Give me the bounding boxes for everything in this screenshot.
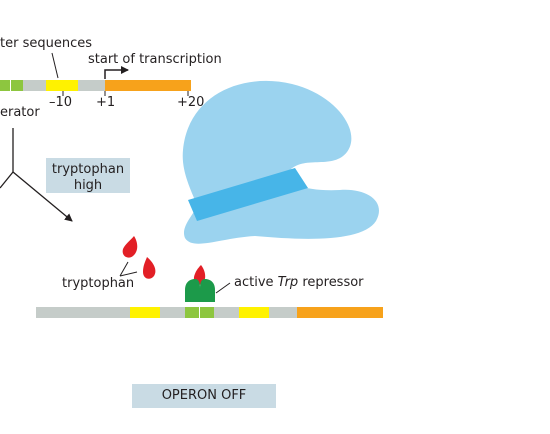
top-dna-strip (0, 52, 191, 96)
top-gap-segment (78, 80, 105, 91)
bottom-spacer-segment (160, 307, 185, 318)
plus20-label: +20 (177, 95, 205, 110)
repressor-central-band (188, 168, 308, 221)
active-trp-repressor-label: active Trp repressor (234, 276, 364, 289)
top-operator-segment-a (0, 80, 10, 91)
bottom-dna-strip (36, 307, 383, 318)
bottom-gap2-segment (269, 307, 297, 318)
operator-label: erator (0, 105, 40, 120)
minus10-label: –10 (49, 95, 73, 110)
repressor-label-prefix: active (234, 275, 278, 290)
repressor-label-italic: Trp (277, 275, 299, 290)
start-of-transcription-label: start of transcription (88, 52, 222, 67)
tryptophan-high-line2: high (73, 177, 103, 193)
tryptophan-molecule-2 (143, 257, 156, 279)
plus1-label: +1 (96, 95, 116, 110)
bottom-operator-segment-a (185, 307, 199, 318)
operon-off-box: OPERON OFF (132, 384, 276, 408)
branch-lines (0, 128, 73, 222)
bottom-left-segment (36, 307, 130, 318)
tryptophan-label: tryptophan (62, 276, 135, 291)
bottom-minus10-segment (239, 307, 269, 318)
repressor-label-suffix: repressor (298, 275, 364, 290)
bottom-gap-segment (214, 307, 239, 318)
tryptophan-pointer-2 (119, 271, 138, 277)
repressor-dimer-left (185, 279, 200, 302)
branch-arrow-right (12, 171, 73, 222)
repressor-pointer-line (215, 282, 231, 294)
tryptophan-molecule-1 (122, 236, 138, 258)
bound-repressor (185, 279, 231, 302)
tryptophan-high-box: tryptophan high (46, 158, 130, 193)
bottom-minus35-segment (130, 307, 160, 318)
tryptophan-pointer-1 (119, 261, 129, 277)
promoter-sequences-label: ter sequences (0, 36, 92, 51)
bottom-transcribed-segment (297, 307, 383, 318)
top-spacer-segment (23, 80, 46, 91)
top-minus10-segment (46, 80, 78, 91)
branch-left (0, 171, 14, 189)
promoter-pointer-line (51, 52, 59, 79)
transcription-start-arrow (104, 66, 129, 79)
top-transcribed-segment (105, 80, 191, 91)
tryptophan-high-line1: tryptophan (51, 162, 125, 177)
bottom-operator-segment-b (200, 307, 214, 318)
repressor-dimer-right (200, 279, 215, 302)
repressor-body (182, 80, 379, 244)
trp-repressor-protein (182, 80, 379, 244)
top-operator-segment-b (11, 80, 23, 91)
